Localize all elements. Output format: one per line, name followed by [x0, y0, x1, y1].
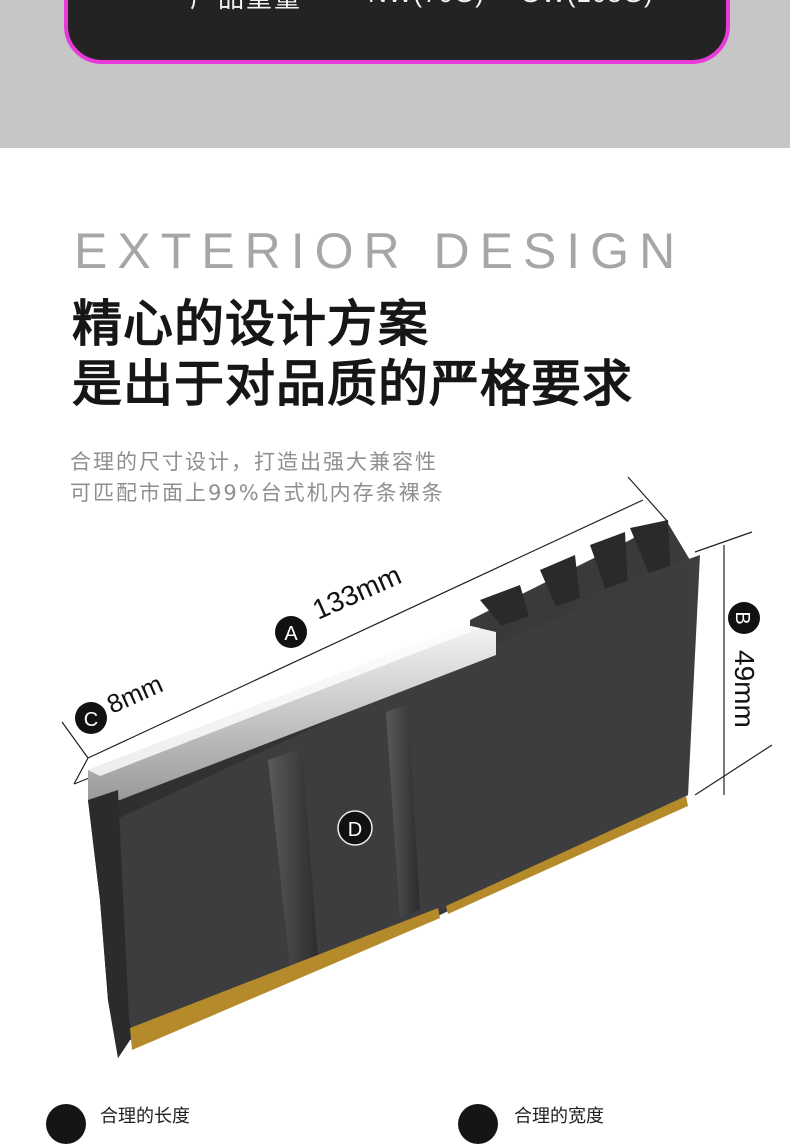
feature-text-left: 合理的长度 [100, 1106, 190, 1127]
dimension-line-b [694, 531, 773, 796]
dimension-b-value: 49mm [729, 650, 760, 728]
end-cap [88, 790, 130, 1058]
feature-text-right: 合理的宽度 [514, 1106, 604, 1127]
feature-bullet-left [46, 1104, 86, 1144]
bottom-feature-row: 合理的长度 合理的宽度 [0, 1098, 790, 1144]
dimension-a-letter: A [284, 623, 298, 645]
weight-spec-card: 产品重量 NW(70G) GW(105G) [64, 0, 730, 64]
section-title-en: EXTERIOR DESIGN [74, 223, 686, 279]
description-line2: 可匹配市面上99%台式机内存条裸条 [70, 481, 445, 505]
gross-weight: GW(105G) [520, 0, 654, 9]
dimension-d-letter: D [348, 819, 362, 841]
section-title-cn-line1: 精心的设计方案 [72, 295, 429, 353]
dimension-c-marker: C [75, 702, 107, 734]
body-stripe-left [268, 748, 318, 968]
weight-label: 产品重量 [190, 0, 302, 15]
dimension-b-letter: B [731, 611, 753, 624]
ram-module-illustration: A 133mm B 49mm C 8mm D [61, 476, 773, 1058]
section-title-cn-line2: 是出于对品质的严格要求 [72, 355, 633, 413]
rgb-light-bar [88, 625, 496, 800]
dimension-a-marker: A [275, 616, 307, 648]
feature-bullet-right [458, 1104, 498, 1144]
pcb-contacts-right [446, 796, 688, 914]
description-line1: 合理的尺寸设计，打造出强大兼容性 [70, 450, 438, 474]
dimension-b-marker: B [728, 602, 760, 634]
body-stripe-right [386, 704, 420, 918]
dimension-d-marker: D [337, 810, 373, 846]
dimension-c-letter: C [84, 709, 98, 731]
dimension-a-value: 133mm [308, 559, 406, 625]
dimension-c-value: 8mm [102, 669, 167, 720]
net-weight: NW(70G) [368, 0, 485, 9]
pcb-contacts-left [130, 908, 440, 1050]
dimension-line-a [61, 476, 669, 759]
